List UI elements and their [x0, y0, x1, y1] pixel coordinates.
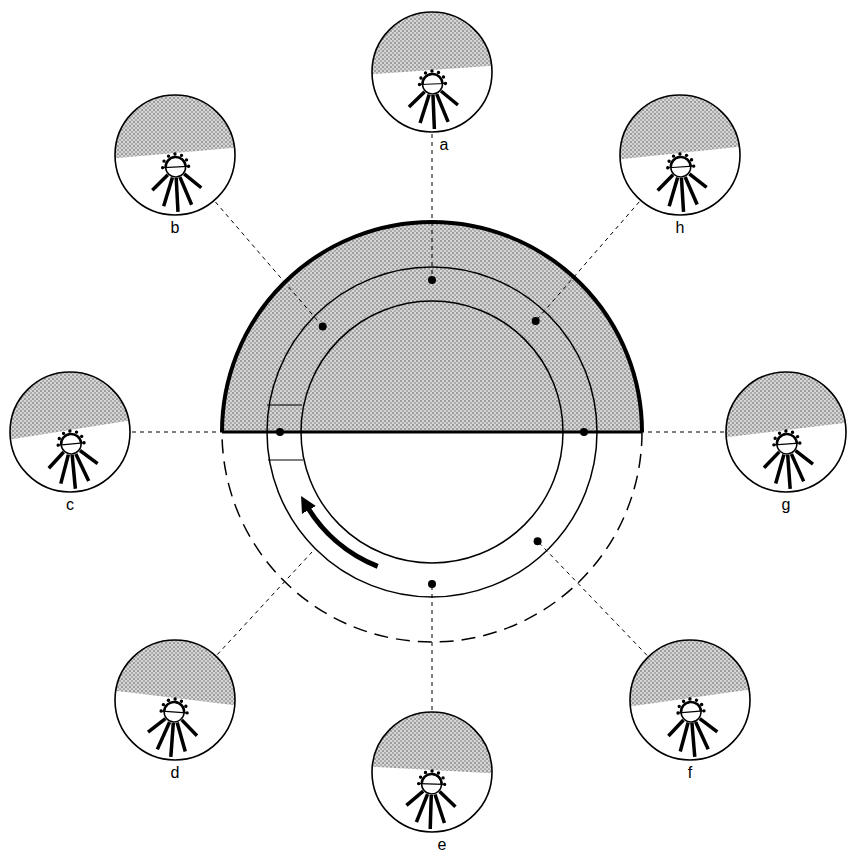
shaded-region: [618, 93, 742, 160]
circle-outline: [10, 372, 130, 492]
window-mark: [267, 404, 302, 405]
organism-figure: [406, 769, 457, 830]
circle-outline: [372, 12, 492, 132]
view-letter: d: [113, 764, 237, 782]
circle-outline: [115, 640, 235, 760]
organism-figure: [45, 427, 99, 491]
view-circle: c: [8, 370, 132, 516]
leader-lines: [132, 134, 724, 710]
rotation-arrow: [305, 503, 378, 566]
circle-outline: [115, 95, 235, 215]
organism-figure: [150, 151, 202, 213]
organism-figure: [665, 695, 719, 759]
view-illustration: [618, 93, 742, 217]
view-illustration: [724, 370, 848, 494]
view-letter: c: [8, 496, 132, 514]
view-circle: e: [370, 710, 494, 856]
view-illustration: [113, 93, 237, 217]
view-circle: d: [113, 638, 237, 784]
circle-outline: [372, 712, 492, 832]
view-letter: h: [618, 219, 742, 237]
organism-figure: [146, 696, 199, 759]
organism-figure: [655, 151, 708, 214]
position-dots: [276, 276, 588, 588]
outer-arc: [222, 222, 642, 432]
shaded-region: [370, 10, 494, 74]
shaded-region: [370, 710, 494, 773]
view-letter: g: [724, 496, 848, 514]
view-circle: b: [113, 93, 237, 239]
view-letter: b: [113, 219, 237, 237]
circle-outline: [620, 95, 740, 215]
view-illustration: [370, 10, 494, 134]
view-illustration: [628, 638, 752, 762]
shaded-region: [113, 93, 237, 158]
shaded-region: [8, 370, 132, 440]
view-illustration: [8, 370, 132, 494]
organism-figure: [761, 428, 814, 491]
shaded-region: [113, 638, 237, 706]
view-circle: h: [618, 93, 742, 239]
view-circle: f: [628, 638, 752, 784]
organism-figure: [407, 68, 459, 130]
view-circle: g: [724, 370, 848, 516]
shaded-region: [724, 370, 848, 438]
view-letter: e: [380, 836, 504, 854]
view-illustration: [370, 710, 494, 834]
horizon-line: [222, 431, 642, 434]
view-letter: f: [628, 764, 752, 782]
circle-outline: [726, 372, 846, 492]
window-mark: [268, 459, 303, 460]
view-illustration: [113, 638, 237, 762]
view-circle: a: [370, 10, 494, 156]
view-letter: a: [382, 136, 506, 154]
circle-outline: [630, 640, 750, 760]
shaded-half: [222, 222, 642, 432]
shaded-region: [628, 638, 752, 707]
